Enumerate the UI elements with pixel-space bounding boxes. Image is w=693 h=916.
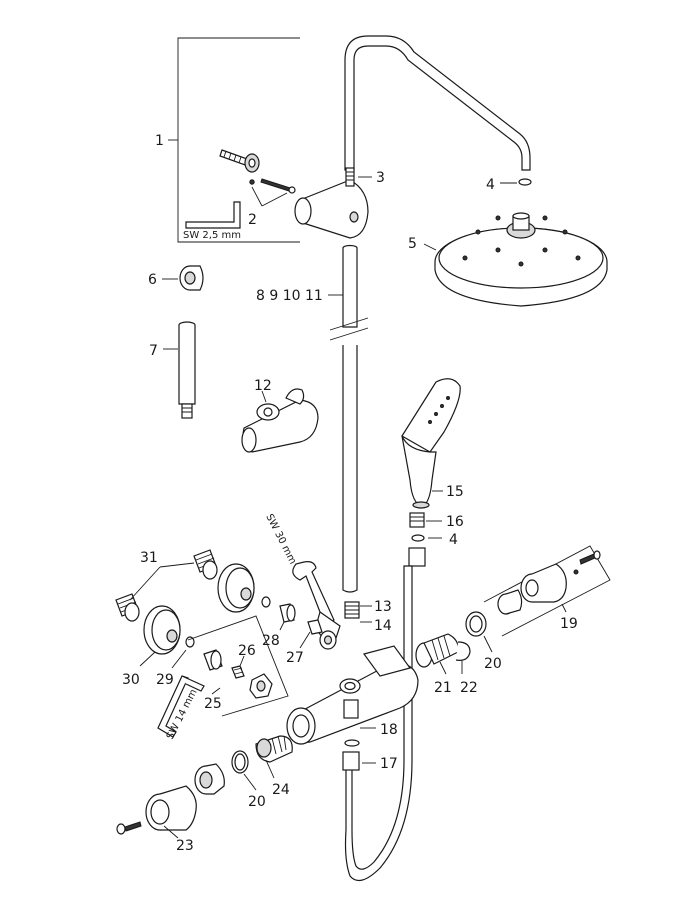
parts-25-frame bbox=[187, 615, 289, 717]
callout-29: 29 bbox=[156, 672, 174, 688]
callout-19: 19 bbox=[560, 616, 578, 632]
callout-4-top: 4 bbox=[486, 177, 495, 193]
seal-part-29b bbox=[261, 596, 271, 608]
thermostat-cartridge-part bbox=[255, 735, 293, 763]
callout-5: 5 bbox=[408, 236, 417, 252]
callout-23: 23 bbox=[176, 838, 194, 854]
hex-key-large bbox=[157, 675, 205, 738]
extension-part bbox=[178, 321, 196, 419]
callout-25: 25 bbox=[204, 696, 222, 712]
callout-14: 14 bbox=[374, 618, 392, 634]
callout-30: 30 bbox=[122, 672, 140, 688]
callout-7: 7 bbox=[149, 343, 158, 359]
callout-27: 27 bbox=[286, 650, 304, 666]
knob-adapter-part-19 bbox=[497, 589, 523, 615]
union-part bbox=[279, 603, 296, 623]
temperature-knob-part bbox=[145, 785, 197, 831]
callout-4-lower: 4 bbox=[449, 532, 458, 548]
callout-8-11: 8 9 10 11 bbox=[256, 288, 323, 304]
shower-hose-part bbox=[342, 547, 426, 882]
callout-28: 28 bbox=[262, 633, 280, 649]
connector-part bbox=[409, 512, 425, 528]
seal-part-29 bbox=[185, 636, 195, 648]
wall-bracket-part bbox=[294, 179, 369, 239]
callout-20-left: 20 bbox=[248, 794, 266, 810]
callout-21: 21 bbox=[434, 680, 452, 696]
hex-key-small-label: SW 2,5 mm bbox=[183, 230, 241, 241]
callout-2: 2 bbox=[248, 212, 257, 228]
screw-part-23 bbox=[116, 821, 142, 835]
wall-connector-part-lower bbox=[115, 593, 140, 622]
callout-20-right: 20 bbox=[484, 656, 502, 672]
callout-24: 24 bbox=[272, 782, 290, 798]
callout-18: 18 bbox=[380, 722, 398, 738]
thermostat-body-part bbox=[286, 645, 419, 745]
callout-13: 13 bbox=[374, 599, 392, 615]
flow-cartridge-part bbox=[415, 633, 471, 668]
flow-knob-part bbox=[520, 563, 567, 603]
shower-arm-part bbox=[344, 35, 531, 187]
callout-15: 15 bbox=[446, 484, 464, 500]
retaining-ring-part-left bbox=[231, 750, 249, 774]
pipe-connector-part bbox=[344, 601, 360, 619]
plug-part-19 bbox=[573, 569, 579, 575]
seal-part-top bbox=[518, 178, 532, 186]
overhead-shower-part bbox=[434, 212, 608, 307]
callout-3: 3 bbox=[376, 170, 385, 186]
wrench-tool bbox=[292, 561, 341, 641]
filter-part-26 bbox=[231, 665, 245, 679]
seal-part-18 bbox=[344, 739, 360, 747]
screw-part-19 bbox=[579, 550, 601, 565]
seal-part-lower bbox=[411, 534, 425, 542]
wall-connector-part-upper bbox=[193, 549, 218, 580]
callout-31: 31 bbox=[140, 550, 158, 566]
callout-16: 16 bbox=[446, 514, 464, 530]
hex-key-small bbox=[185, 201, 241, 229]
hand-shower-part bbox=[401, 378, 461, 509]
knob-adapter-part bbox=[194, 763, 225, 795]
callout-17: 17 bbox=[380, 756, 398, 772]
callout-26: 26 bbox=[238, 643, 256, 659]
nut-part-25 bbox=[249, 673, 273, 699]
check-valve-part bbox=[307, 619, 337, 650]
handshower-holder-part bbox=[241, 388, 319, 453]
callout-12: 12 bbox=[254, 378, 272, 394]
callout-22: 22 bbox=[460, 680, 478, 696]
wall-screw-part bbox=[219, 149, 296, 194]
wrench-label: SW 30 mm bbox=[263, 512, 298, 566]
cover-rosette-part-lower bbox=[143, 605, 181, 655]
sleeve-part bbox=[203, 649, 223, 671]
riser-pipe-part bbox=[329, 244, 369, 593]
callout-1: 1 bbox=[155, 133, 164, 149]
callout-6: 6 bbox=[148, 272, 157, 288]
retaining-ring-part-right bbox=[465, 611, 487, 637]
cover-rosette-part-upper bbox=[217, 563, 255, 613]
nut-ring-part bbox=[179, 265, 204, 291]
